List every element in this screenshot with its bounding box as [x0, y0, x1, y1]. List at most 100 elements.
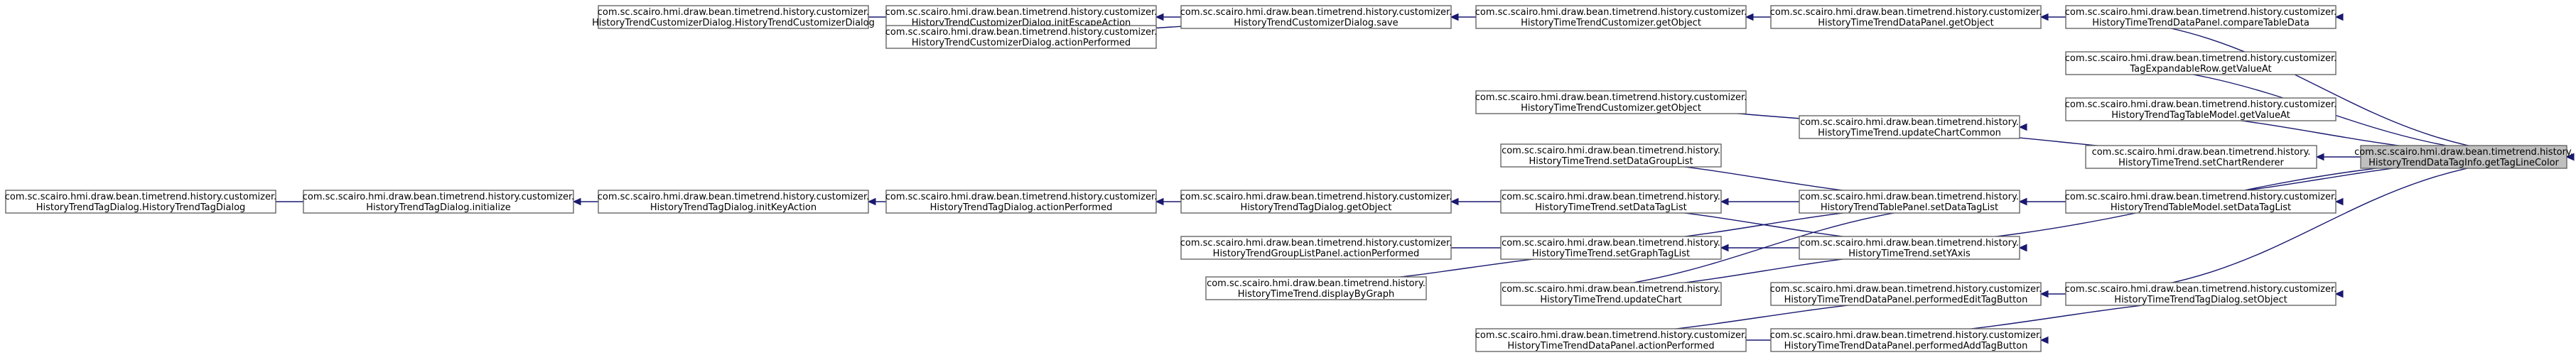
- node-label-line: com.sc.scairo.hmi.draw.bean.timetrend.hi…: [1475, 7, 1747, 18]
- node-tagDialogInitialize[interactable]: com.sc.scairo.hmi.draw.bean.timetrend.hi…: [303, 190, 574, 214]
- node-box[interactable]: [1180, 236, 1452, 260]
- edge-arrowhead: [2039, 13, 2049, 21]
- node-initEscapeAction[interactable]: com.sc.scairo.hmi.draw.bean.timetrend.hi…: [885, 5, 1157, 29]
- node-label-line: com.sc.scairo.hmi.draw.bean.timetrend.hi…: [2092, 147, 2311, 158]
- node-performedAddTagButton[interactable]: com.sc.scairo.hmi.draw.bean.timetrend.hi…: [1770, 328, 2042, 352]
- node-customizerDialogCtor[interactable]: com.sc.scairo.hmi.draw.bean.timetrend.hi…: [592, 5, 875, 29]
- node-updateChart[interactable]: com.sc.scairo.hmi.draw.bean.timetrend.hi…: [1500, 282, 1722, 306]
- node-box[interactable]: [1500, 143, 1722, 168]
- node-setChartRenderer[interactable]: com.sc.scairo.hmi.draw.bean.timetrend.hi…: [2085, 145, 2317, 169]
- node-box[interactable]: [598, 5, 869, 29]
- edge-compareTableData-to-getTagLineColor: [2065, 16, 2575, 161]
- node-label-line: HistoryTimeTrend.updateChartCommon: [1818, 128, 2001, 138]
- edge-arrowhead: [1155, 197, 1164, 206]
- node-box[interactable]: [1475, 5, 1747, 29]
- node-label-line: com.sc.scairo.hmi.draw.bean.timetrend.hi…: [2065, 53, 2337, 64]
- node-box[interactable]: [1475, 328, 1747, 352]
- node-box[interactable]: [1799, 115, 2020, 139]
- edge-line: [2065, 156, 2575, 295]
- node-tagDialogCtor[interactable]: com.sc.scairo.hmi.draw.bean.timetrend.hi…: [5, 190, 276, 214]
- node-tagDialogSetObject[interactable]: com.sc.scairo.hmi.draw.bean.timetrend.hi…: [2065, 282, 2337, 306]
- node-label-line: HistoryTrendTagTableModel.getValueAt: [2111, 110, 2290, 121]
- node-box[interactable]: [885, 190, 1157, 214]
- node-tagDialogGetObject[interactable]: com.sc.scairo.hmi.draw.bean.timetrend.hi…: [1180, 190, 1452, 214]
- node-label-line: TagExpandableRow.getValueAt: [2129, 64, 2271, 75]
- node-box[interactable]: [1475, 90, 1747, 114]
- node-label-line: HistoryTrendTagDialog.actionPerformed: [930, 202, 1113, 213]
- node-label-line: com.sc.scairo.hmi.draw.bean.timetrend.hi…: [1800, 192, 2019, 202]
- node-groupListPanelActionPerformed[interactable]: com.sc.scairo.hmi.draw.bean.timetrend.hi…: [1180, 236, 1452, 260]
- node-label-line: HistoryTrendTablePanel.setDataTagList: [1821, 202, 1998, 213]
- node-trendSetDataTagList[interactable]: com.sc.scairo.hmi.draw.bean.timetrend.hi…: [1500, 190, 1722, 214]
- node-displayByGraph[interactable]: com.sc.scairo.hmi.draw.bean.timetrend.hi…: [1205, 276, 1427, 300]
- node-tagTableModelGetValueAt[interactable]: com.sc.scairo.hmi.draw.bean.timetrend.hi…: [2065, 97, 2337, 121]
- node-label-line: com.sc.scairo.hmi.draw.bean.timetrend.hi…: [1180, 238, 1452, 249]
- node-label-line: com.sc.scairo.hmi.draw.bean.timetrend.hi…: [303, 192, 574, 202]
- node-customizerDialogActionPerformed[interactable]: com.sc.scairo.hmi.draw.bean.timetrend.hi…: [885, 25, 1157, 49]
- edge-arrowhead: [1720, 197, 1729, 206]
- node-tagDialogActionPerformed[interactable]: com.sc.scairo.hmi.draw.bean.timetrend.hi…: [885, 190, 1157, 214]
- node-box[interactable]: [2065, 5, 2337, 29]
- node-label-line: HistoryTrendCustomizerDialog.actionPerfo…: [912, 38, 1131, 48]
- node-label-line: HistoryTimeTrendDataPanel.performedEditT…: [1784, 295, 2028, 305]
- node-box[interactable]: [1770, 328, 2042, 352]
- node-compareTableData[interactable]: com.sc.scairo.hmi.draw.bean.timetrend.hi…: [2065, 5, 2337, 29]
- node-initKeyAction[interactable]: com.sc.scairo.hmi.draw.bean.timetrend.hi…: [598, 190, 869, 214]
- node-label-line: com.sc.scairo.hmi.draw.bean.timetrend.hi…: [1770, 330, 2042, 341]
- node-dataPanelGetObject[interactable]: com.sc.scairo.hmi.draw.bean.timetrend.hi…: [1770, 5, 2042, 29]
- node-label-line: com.sc.scairo.hmi.draw.bean.timetrend.hi…: [598, 192, 869, 202]
- node-box[interactable]: [1799, 190, 2020, 214]
- node-box[interactable]: [885, 25, 1157, 49]
- node-label-line: HistoryTimeTrendDataPanel.getObject: [1818, 18, 1994, 28]
- node-box[interactable]: [1205, 276, 1427, 300]
- node-performedEditTagButton[interactable]: com.sc.scairo.hmi.draw.bean.timetrend.hi…: [1770, 282, 2042, 306]
- node-label-line: HistoryTrendCustomizerDialog.save: [1234, 18, 1398, 28]
- node-label-line: com.sc.scairo.hmi.draw.bean.timetrend.hi…: [2065, 284, 2337, 295]
- node-tablePanelSetDataTagList[interactable]: com.sc.scairo.hmi.draw.bean.timetrend.hi…: [1799, 190, 2020, 214]
- node-label-line: com.sc.scairo.hmi.draw.bean.timetrend.hi…: [1475, 92, 1747, 103]
- node-label-line: com.sc.scairo.hmi.draw.bean.timetrend.hi…: [1502, 192, 1720, 202]
- node-label-line: HistoryTimeTrend.setDataGroupList: [1529, 156, 1693, 167]
- node-customizerGetObject2[interactable]: com.sc.scairo.hmi.draw.bean.timetrend.hi…: [1475, 90, 1747, 114]
- node-box[interactable]: [1500, 236, 1722, 260]
- node-updateChartCommon[interactable]: com.sc.scairo.hmi.draw.bean.timetrend.hi…: [1799, 115, 2020, 139]
- node-box[interactable]: [2085, 145, 2317, 169]
- node-box[interactable]: [1799, 236, 2020, 260]
- node-setGraphTagList[interactable]: com.sc.scairo.hmi.draw.bean.timetrend.hi…: [1500, 236, 1722, 260]
- node-tagExpandableRowGetValueAt[interactable]: com.sc.scairo.hmi.draw.bean.timetrend.hi…: [2065, 51, 2337, 75]
- node-box[interactable]: [5, 190, 276, 214]
- node-box[interactable]: [885, 5, 1157, 29]
- node-box[interactable]: [1500, 190, 1722, 214]
- node-box[interactable]: [2065, 190, 2337, 214]
- node-box[interactable]: [1500, 282, 1722, 306]
- node-label-line: com.sc.scairo.hmi.draw.bean.timetrend.hi…: [598, 7, 869, 18]
- node-setDataGroupList[interactable]: com.sc.scairo.hmi.draw.bean.timetrend.hi…: [1500, 143, 1722, 168]
- node-box[interactable]: [2065, 97, 2337, 121]
- node-dataPanelActionPerformed[interactable]: com.sc.scairo.hmi.draw.bean.timetrend.hi…: [1475, 328, 1747, 352]
- node-customizerDialogSave[interactable]: com.sc.scairo.hmi.draw.bean.timetrend.hi…: [1180, 5, 1452, 29]
- node-box[interactable]: [1180, 190, 1452, 214]
- node-box[interactable]: [2065, 282, 2337, 306]
- node-tableModelSetDataTagList[interactable]: com.sc.scairo.hmi.draw.bean.timetrend.hi…: [2065, 190, 2337, 214]
- node-box[interactable]: [303, 190, 574, 214]
- node-box[interactable]: [1770, 5, 2042, 29]
- edge-arrowhead: [2315, 153, 2324, 161]
- node-label-line: com.sc.scairo.hmi.draw.bean.timetrend.hi…: [2354, 147, 2573, 158]
- node-setYAxis[interactable]: com.sc.scairo.hmi.draw.bean.timetrend.hi…: [1799, 236, 2020, 260]
- edge-arrowhead: [2018, 197, 2027, 206]
- node-label-line: com.sc.scairo.hmi.draw.bean.timetrend.hi…: [1502, 284, 1720, 295]
- node-label-line: com.sc.scairo.hmi.draw.bean.timetrend.hi…: [1800, 238, 2019, 249]
- node-label-line: HistoryTimeTrend.updateChart: [1540, 295, 1681, 305]
- node-box[interactable]: [598, 190, 869, 214]
- node-customizerGetObject1[interactable]: com.sc.scairo.hmi.draw.bean.timetrend.hi…: [1475, 5, 1747, 29]
- node-label-line: HistoryTrendDataTagInfo.getTagLineColor: [2368, 158, 2559, 168]
- node-label-line: HistoryTrendTagDialog.getObject: [1240, 202, 1391, 213]
- node-box[interactable]: [1770, 282, 2042, 306]
- node-box[interactable]: [2065, 51, 2337, 75]
- node-box[interactable]: [1180, 5, 1452, 29]
- edge-arrowhead: [2018, 123, 2027, 131]
- edge-arrowhead: [1450, 13, 1459, 21]
- edge-arrowhead: [2334, 290, 2344, 298]
- edge-arrowhead: [2039, 336, 2049, 344]
